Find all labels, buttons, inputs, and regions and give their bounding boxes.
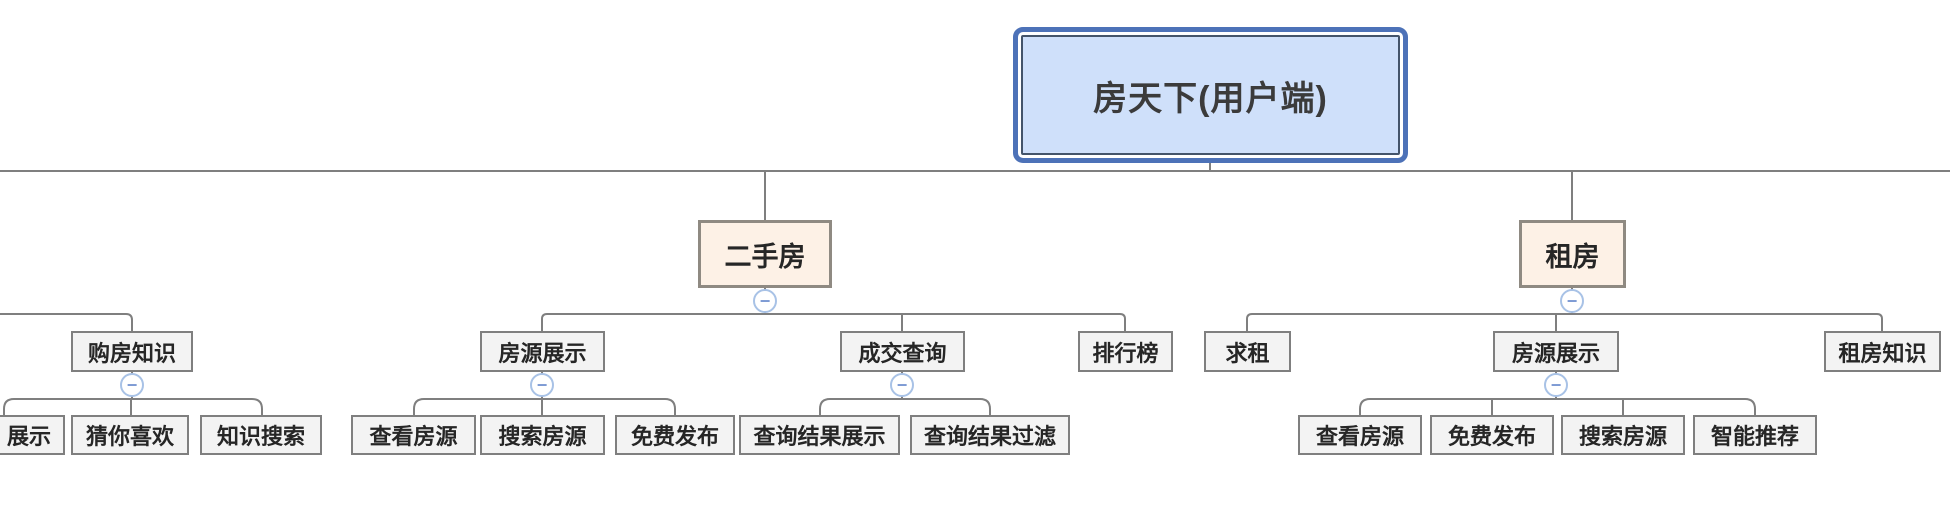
node-label: 求租 — [1225, 340, 1270, 366]
node-label: 房源展示 — [1511, 340, 1600, 366]
node-goufang-zhishi[interactable]: 购房知识 — [71, 331, 193, 372]
node-zufang-zhishi[interactable]: 租房知识 — [1824, 331, 1941, 372]
node-label: 智能推荐 — [1710, 424, 1799, 449]
node-label: 房天下(用户端) — [1093, 79, 1328, 118]
collapse-minus-icon[interactable]: − — [1544, 373, 1568, 397]
node-label: 查看房源 — [1315, 424, 1404, 449]
node-label: 二手房 — [724, 241, 806, 272]
node-cainixihuan[interactable]: 猜你喜欢 — [71, 415, 189, 455]
node-chakan-fangyuan-zf[interactable]: 查看房源 — [1298, 415, 1422, 455]
node-paihangbang[interactable]: 排行榜 — [1078, 331, 1173, 372]
node-label: 免费发布 — [630, 424, 719, 449]
collapse-minus-icon[interactable]: − — [890, 373, 914, 397]
node-chaxun-jieguo-zhanshi[interactable]: 查询结果展示 — [739, 415, 900, 455]
collapse-minus-icon[interactable]: − — [120, 373, 144, 397]
node-mianfei-fabu-esf[interactable]: 免费发布 — [615, 415, 735, 455]
node-label: 成交查询 — [858, 340, 947, 366]
node-label: 查询结果展示 — [753, 424, 886, 449]
node-fangyuan-zhanshi-esf[interactable]: 房源展示 — [480, 331, 605, 372]
node-root-body: 房天下(用户端) — [1021, 35, 1400, 155]
node-label: 租房 — [1545, 241, 1600, 272]
node-label: 查询结果过滤 — [923, 424, 1056, 449]
node-sousuo-fangyuan-zf[interactable]: 搜索房源 — [1561, 415, 1685, 455]
collapse-minus-icon[interactable]: − — [1560, 289, 1584, 313]
node-label: 免费发布 — [1447, 424, 1536, 449]
node-chaxun-jieguo-guolv[interactable]: 查询结果过滤 — [910, 415, 1070, 455]
node-label: 查看房源 — [369, 424, 458, 449]
node-label: 排行榜 — [1092, 340, 1159, 366]
node-sousuo-fangyuan-esf[interactable]: 搜索房源 — [480, 415, 605, 455]
node-ershoufang[interactable]: 二手房 — [698, 220, 832, 288]
node-label: 搜索房源 — [498, 424, 587, 449]
node-zhishi-sousuo[interactable]: 知识搜索 — [200, 415, 322, 455]
node-zhineng-tuijian[interactable]: 智能推荐 — [1693, 415, 1817, 455]
node-label: 展示 — [6, 424, 51, 449]
node-chengjiao-chaxun[interactable]: 成交查询 — [840, 331, 965, 372]
node-root[interactable]: 房天下(用户端) — [1013, 27, 1408, 163]
node-label: 购房知识 — [87, 340, 176, 366]
node-zufang[interactable]: 租房 — [1519, 220, 1626, 288]
node-mianfei-fabu-zf[interactable]: 免费发布 — [1430, 415, 1554, 455]
node-label: 知识搜索 — [216, 424, 305, 449]
node-label: 猜你喜欢 — [85, 424, 174, 449]
node-chakan-fangyuan-esf[interactable]: 查看房源 — [351, 415, 476, 455]
node-label: 搜索房源 — [1578, 424, 1667, 449]
collapse-minus-icon[interactable]: − — [753, 289, 777, 313]
node-label: 房源展示 — [498, 340, 587, 366]
collapse-minus-icon[interactable]: − — [530, 373, 554, 397]
node-label: 租房知识 — [1838, 340, 1927, 366]
node-zhanshi-clipped[interactable]: 展示 — [0, 415, 65, 455]
node-fangyuan-zhanshi-zf[interactable]: 房源展示 — [1493, 331, 1619, 372]
node-qiuzu[interactable]: 求租 — [1204, 331, 1291, 372]
